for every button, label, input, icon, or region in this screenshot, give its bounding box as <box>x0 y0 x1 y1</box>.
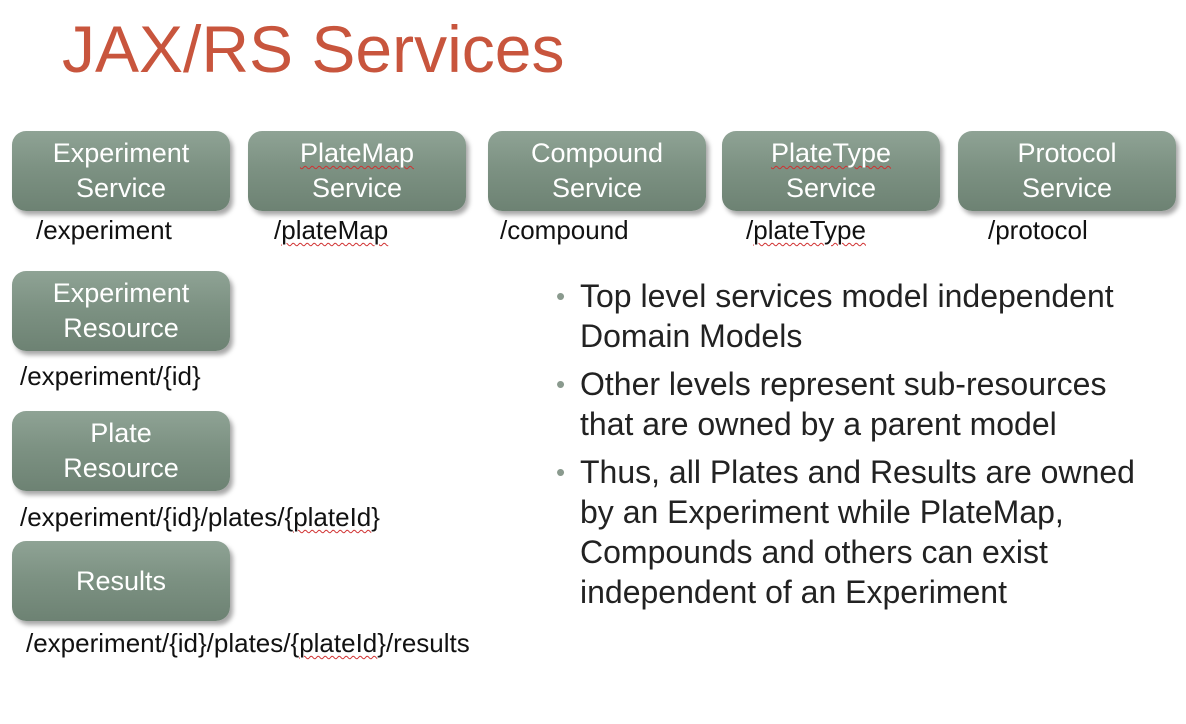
bullet-item: • Thus, all Plates and Results are owned … <box>556 452 1166 612</box>
box-label-line2: Resource <box>63 453 179 483</box>
box-label-line2: Service <box>311 173 403 203</box>
results-box: Results <box>12 541 230 621</box>
experiment-service-path: /experiment <box>36 215 172 245</box>
box-label-line1: Experiment <box>52 278 190 308</box>
path-part: /experiment/{id}/plates/{ <box>20 502 294 532</box>
platemap-path-word: plateMap <box>281 215 389 245</box>
path-part-plateid: plateId <box>293 502 372 532</box>
bullet-text: Other levels represent sub-resources tha… <box>580 366 1107 442</box>
path-part-plateid: plateId <box>299 628 378 658</box>
box-label-line1: PlateType <box>770 138 892 168</box>
bullet-dot-icon: • <box>556 369 566 399</box>
experiment-resource-path: /experiment/{id} <box>20 361 201 391</box>
box-label-line1: Protocol <box>1017 138 1117 168</box>
box-label-line2: Resource <box>63 313 179 343</box>
platetype-service-path: /plateType <box>746 215 866 245</box>
bullet-list: • Top level services model independent Do… <box>556 276 1166 620</box>
platetype-path-word: plateType <box>753 215 866 245</box>
box-label-line1: Results <box>75 565 167 596</box>
box-label-line1: PlateMap <box>299 138 415 168</box>
protocol-service-box: Protocol Service <box>958 131 1176 211</box>
bullet-text: Thus, all Plates and Results are owned b… <box>580 454 1135 610</box>
box-label-line2: Service <box>1021 173 1113 203</box>
compound-service-box: Compound Service <box>488 131 706 211</box>
path-part: /experiment/{id}/plates/{ <box>26 628 300 658</box>
bullet-item: • Other levels represent sub-resources th… <box>556 364 1166 444</box>
box-label-line1: Plate <box>90 418 152 448</box>
results-path: /experiment/{id}/plates/{plateId}/result… <box>26 630 470 656</box>
compound-service-path: /compound <box>500 215 629 245</box>
box-label-line1: Experiment <box>52 138 190 168</box>
plate-resource-path: /experiment/{id}/plates/{plateId} <box>20 504 380 530</box>
bullet-dot-icon: • <box>556 281 566 311</box>
experiment-service-box: Experiment Service <box>12 131 230 211</box>
plate-resource-box: Plate Resource <box>12 411 230 491</box>
box-label-line1: Compound <box>530 138 664 168</box>
slide-title: JAX/RS Services <box>62 12 565 86</box>
bullet-text: Top level services model independent Dom… <box>580 278 1114 354</box>
box-label-line2: Service <box>785 173 877 203</box>
protocol-service-path: /protocol <box>988 215 1088 245</box>
path-part: }/results <box>377 628 470 658</box>
platetype-service-box: PlateType Service <box>722 131 940 211</box>
box-label-line2: Service <box>75 173 167 203</box>
bullet-item: • Top level services model independent Do… <box>556 276 1166 356</box>
box-label-line2: Service <box>551 173 643 203</box>
platemap-service-box: PlateMap Service <box>248 131 466 211</box>
bullet-dot-icon: • <box>556 457 566 487</box>
platemap-service-path: /plateMap <box>274 215 389 245</box>
experiment-resource-box: Experiment Resource <box>12 271 230 351</box>
path-part: } <box>371 502 380 532</box>
